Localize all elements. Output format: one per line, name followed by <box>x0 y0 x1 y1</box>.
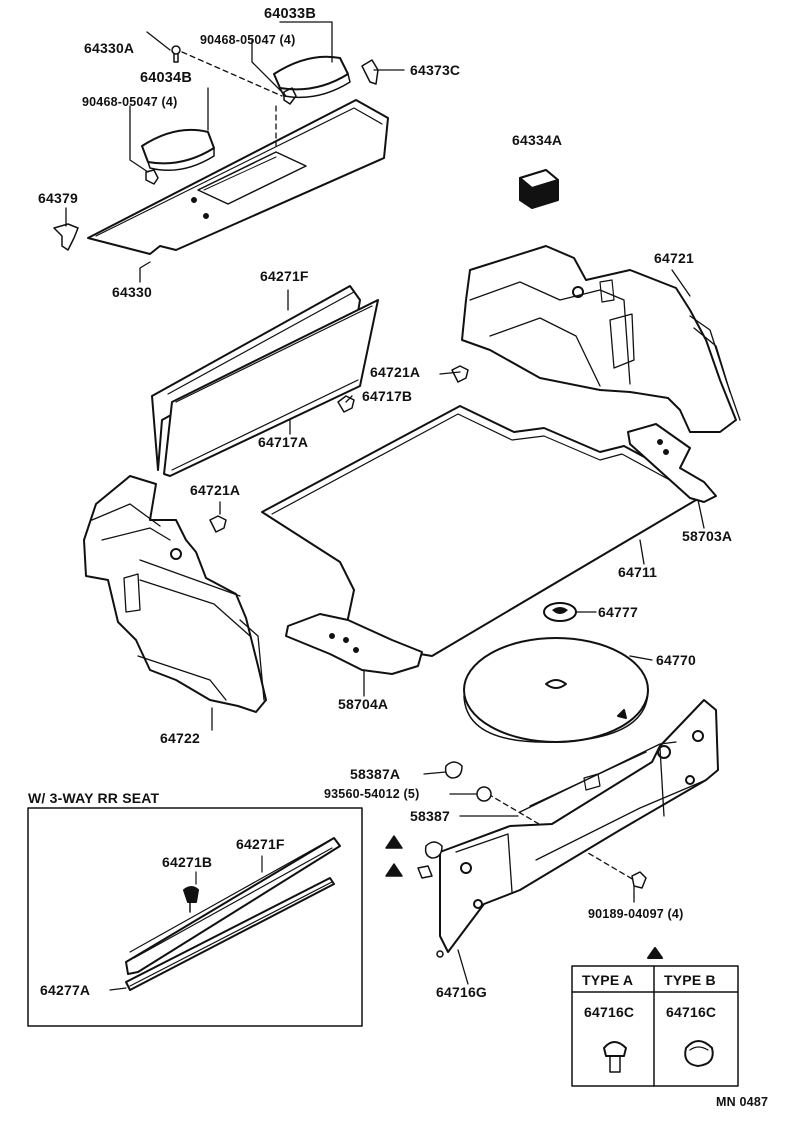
type-a-part: 64716C <box>584 1004 635 1020</box>
label-90468-top: 90468-05047 (4) <box>200 33 296 47</box>
label-64711: 64711 <box>618 564 658 580</box>
type-b-header: TYPE B <box>664 972 716 988</box>
label-64722: 64722 <box>160 730 200 746</box>
label-90189: 90189-04097 (4) <box>588 907 684 921</box>
trim-panel-64271F <box>151 285 379 477</box>
label-64271F: 64271F <box>260 268 309 284</box>
speaker-grille-64034B <box>141 128 215 171</box>
label-90468-mid: 90468-05047 (4) <box>82 95 178 109</box>
label-64379: 64379 <box>38 190 78 206</box>
block-part-64334A <box>519 169 559 209</box>
hold-down-64777 <box>543 602 577 622</box>
type-table <box>571 947 739 1087</box>
label-64716G: 64716G <box>436 984 488 1000</box>
side-trim-right-64721 <box>461 245 741 433</box>
label-64721: 64721 <box>654 250 694 266</box>
label-64373C: 64373C <box>410 62 461 78</box>
label-64717B: 64717B <box>362 388 413 404</box>
side-trim-left-64722 <box>83 475 267 713</box>
label-64034B: 64034B <box>140 70 192 86</box>
label-64721A-left: 64721A <box>190 482 241 498</box>
label-64777: 64777 <box>598 604 638 620</box>
spare-tire-cover-64770 <box>463 637 649 743</box>
inset-label-64277A: 64277A <box>40 982 91 998</box>
drawing-number: MN 0487 <box>716 1095 769 1109</box>
clip-64721A-right <box>451 365 469 383</box>
label-64721A-right: 64721A <box>370 364 421 380</box>
inset-label-64271F: 64271F <box>236 836 285 852</box>
label-64770: 64770 <box>656 652 696 668</box>
fasteners-back-panel <box>385 761 647 958</box>
inset-label-64271B: 64271B <box>162 854 213 870</box>
inset-title: W/ 3-WAY RR SEAT <box>28 790 160 806</box>
back-panel-trim-64716G <box>439 699 719 953</box>
speaker-grille-64033B <box>273 55 351 99</box>
label-58704A: 58704A <box>338 696 389 712</box>
label-64330: 64330 <box>112 284 152 300</box>
floor-board-58704A <box>285 613 423 675</box>
type-b-part: 64716C <box>666 1004 717 1020</box>
inset-3-way-rr-seat <box>27 807 363 1027</box>
label-58703A: 58703A <box>682 528 733 544</box>
label-64717A: 64717A <box>258 434 309 450</box>
clip-64721A-left <box>209 515 227 533</box>
clip-64717B <box>337 395 355 413</box>
label-58387: 58387 <box>410 808 450 824</box>
package-tray-trim <box>87 99 389 255</box>
label-58387A: 58387A <box>350 766 401 782</box>
clip-parts-top <box>53 45 379 251</box>
label-64330A: 64330A <box>84 40 135 56</box>
label-64033B: 64033B <box>264 6 316 22</box>
floor-board-58703A <box>627 423 717 503</box>
label-93560: 93560-54012 (5) <box>324 787 420 801</box>
label-64334A: 64334A <box>512 132 563 148</box>
type-a-header: TYPE A <box>582 972 634 988</box>
